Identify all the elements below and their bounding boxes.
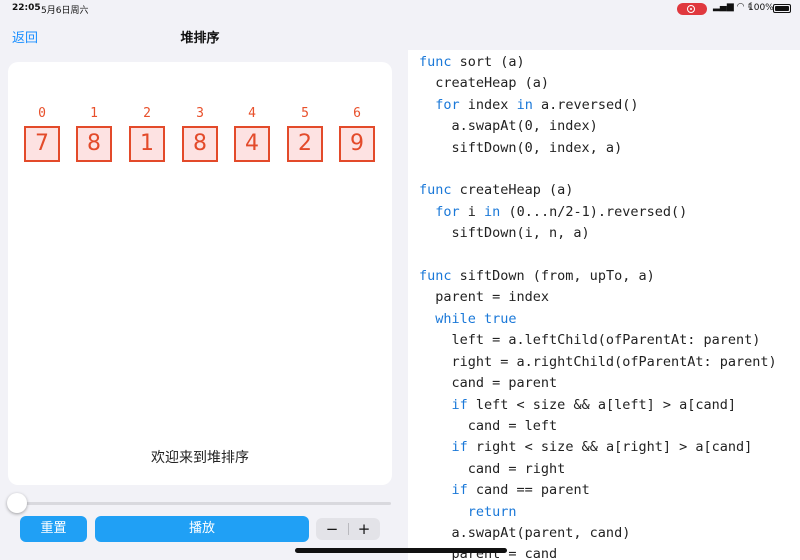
- increment-button[interactable]: +: [357, 520, 371, 538]
- code-line: if cand == parent: [451, 482, 590, 499]
- play-button[interactable]: 播放: [95, 516, 309, 542]
- code-line: func createHeap (a): [419, 182, 574, 199]
- progress-slider-track[interactable]: [14, 502, 391, 505]
- visualization-panel: 0 1 2 3 4 5 6 7 8 1 8 4 2 9 欢迎来到堆排序: [8, 62, 392, 485]
- status-date: 5月6日周六: [41, 6, 89, 16]
- array-element: 4: [234, 126, 270, 162]
- array-index: 2: [143, 106, 151, 121]
- screen-recording-icon[interactable]: [677, 3, 707, 15]
- array-index: 3: [196, 106, 204, 121]
- decrement-button[interactable]: −: [325, 520, 339, 538]
- code-line: a.swapAt(0, index): [419, 118, 598, 135]
- stepper-divider: [348, 523, 349, 535]
- pseudocode: func sort (a) createHeap (a) for index i…: [419, 52, 777, 560]
- array-element: 8: [76, 126, 112, 162]
- code-line: if right < size && a[right] > a[cand]: [451, 439, 753, 456]
- array-element: 7: [24, 126, 60, 162]
- progress-slider-thumb[interactable]: [7, 493, 27, 513]
- array-element: 1: [129, 126, 165, 162]
- code-line: for i in (0...n/2-1).reversed(): [435, 203, 688, 220]
- array-element: 9: [339, 126, 375, 162]
- code-line: siftDown(0, index, a): [419, 139, 623, 156]
- code-line: left = a.leftChild(ofParentAt: parent): [419, 332, 761, 349]
- code-line: func siftDown (from, upTo, a): [419, 268, 655, 285]
- array-element: 2: [287, 126, 323, 162]
- code-panel: func sort (a) createHeap (a) for index i…: [408, 50, 800, 560]
- signal-wifi-moon-icons: ▂▄▆ ◠ ☾: [713, 2, 756, 12]
- code-line: cand = right: [419, 460, 566, 477]
- code-line: siftDown(i, n, a): [419, 225, 590, 242]
- array-element: 8: [182, 126, 218, 162]
- code-line: for index in a.reversed(): [435, 96, 639, 113]
- array-index: 5: [301, 106, 309, 121]
- array-index: 6: [353, 106, 361, 121]
- status-bar: 22:05 5月6日周六 ▂▄▆ ◠ ☾ 100%: [0, 0, 800, 18]
- battery-icon: [773, 4, 791, 13]
- status-time: 22:05: [12, 3, 41, 13]
- welcome-message: 欢迎来到堆排序: [151, 450, 249, 466]
- code-line: if left < size && a[left] > a[cand]: [451, 396, 736, 413]
- home-indicator[interactable]: [295, 548, 507, 553]
- code-line: parent = index: [419, 289, 550, 306]
- code-line: createHeap (a): [419, 75, 550, 92]
- array-index: 0: [38, 106, 46, 121]
- array-index: 1: [90, 106, 98, 121]
- code-line: func sort (a): [419, 54, 525, 70]
- code-line: cand = parent: [419, 375, 558, 392]
- back-button[interactable]: 返回: [12, 31, 39, 46]
- speed-stepper[interactable]: − +: [316, 518, 380, 540]
- reset-button[interactable]: 重置: [20, 516, 87, 542]
- code-line: return: [467, 503, 517, 520]
- code-line: a.swapAt(parent, cand): [419, 524, 631, 541]
- array-index: 4: [248, 106, 256, 121]
- page-title: 堆排序: [180, 31, 220, 46]
- code-line: right = a.rightChild(ofParentAt: parent): [419, 353, 777, 370]
- battery-percent: 100%: [748, 3, 774, 13]
- code-line: while true: [435, 310, 517, 327]
- code-line: cand = left: [419, 417, 558, 434]
